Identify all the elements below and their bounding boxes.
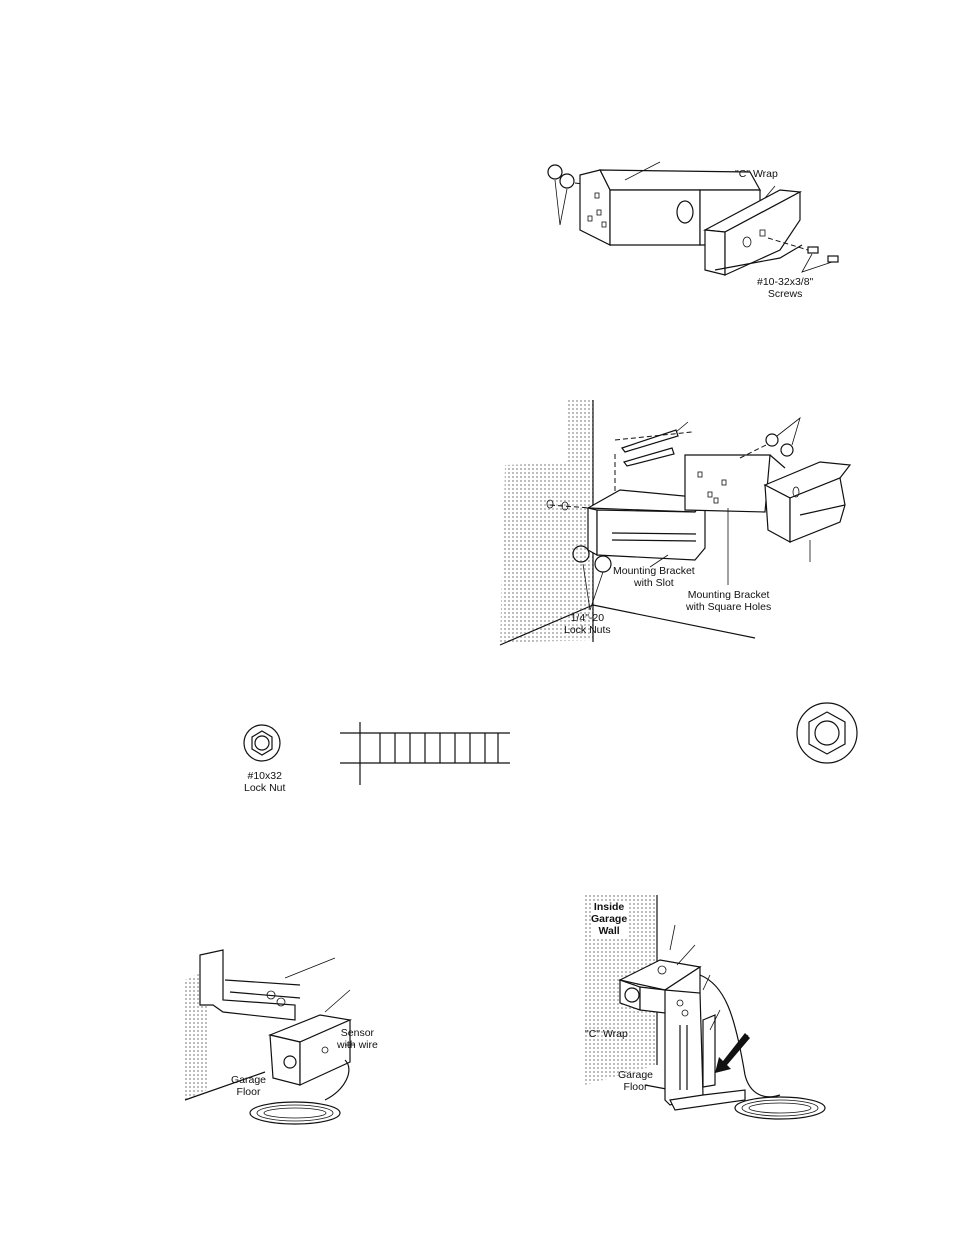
arrow-icon <box>715 1033 750 1073</box>
garage-floor-label: Garage Floor <box>618 1069 653 1093</box>
slot-bracket-label: Mounting Bracket with Slot <box>613 565 695 589</box>
figure-inside-wall-mount: Inside Garage Wall "C" Wrap Garage Floor <box>585 895 835 1125</box>
square-bracket-label-line2: with Square Holes <box>686 601 771 613</box>
large-lock-nut-shape <box>797 703 857 763</box>
square-bracket-face <box>685 455 770 512</box>
inside-garage-wall-label-line3: Wall <box>591 925 627 937</box>
inside-garage-wall-label-line2: Garage <box>591 913 627 925</box>
sensor-label: Sensor with wire <box>337 1027 378 1051</box>
wall-mount-drawing <box>500 400 860 650</box>
lock-nuts-label-line2: Lock Nuts <box>564 624 611 636</box>
slot-bracket-vertical <box>665 990 703 1105</box>
square-bracket-label: Mounting Bracket with Square Holes <box>686 589 771 613</box>
sensor-mount-drawing <box>185 950 425 1130</box>
screw-shape <box>828 256 838 262</box>
figure-bracket-c-wrap-exploded: "C" Wrap #10-32x3/8" Screws <box>540 150 860 310</box>
garage-floor-label-line2: Floor <box>618 1081 653 1093</box>
l-bracket-face <box>610 190 700 245</box>
small-lock-nut-shape <box>244 725 280 761</box>
lock-nut-shape <box>595 556 611 572</box>
wall-stipple <box>500 400 593 643</box>
screws-label-line1: #10-32x3/8" <box>757 276 813 288</box>
garage-floor-label-line2: Floor <box>231 1086 266 1098</box>
c-wrap-label: "C" Wrap <box>735 168 778 180</box>
lock-nuts-label: 1/4"-20 Lock Nuts <box>564 612 611 636</box>
lock-nuts-label-line1: 1/4"-20 <box>564 612 611 624</box>
lock-nut-label-line1: #10x32 <box>244 770 285 782</box>
figure-lock-nut-gauge: #10x32 Lock Nut <box>230 700 870 800</box>
square-bracket-label-line1: Mounting Bracket <box>686 589 771 601</box>
sensor-label-line1: Sensor <box>337 1027 378 1039</box>
lock-nut-label: #10x32 Lock Nut <box>244 770 285 794</box>
screw-head-shape <box>766 434 778 446</box>
garage-floor-label: Garage Floor <box>231 1074 266 1098</box>
inside-garage-wall-label-line1: Inside <box>591 901 627 913</box>
figure-wall-mounted-brackets: Mounting Bracket with Slot Mounting Brac… <box>500 400 860 650</box>
bracket-shape <box>200 950 295 1020</box>
garage-floor-label-line1: Garage <box>231 1074 266 1086</box>
garage-floor-label-line1: Garage <box>618 1069 653 1081</box>
length-gauge-shape <box>340 722 510 785</box>
slot-bracket-label-line2: with Slot <box>613 577 695 589</box>
figure-sensor-floor-mount: Sensor with wire Garage Floor <box>185 950 425 1130</box>
lock-nut-shape <box>548 165 562 179</box>
lag-screw-shape <box>624 448 674 466</box>
lock-nut-shape <box>560 174 574 188</box>
lock-nut-gauge-drawing <box>230 700 870 800</box>
screw-head-shape <box>781 444 793 456</box>
slot-bracket-label-line1: Mounting Bracket <box>613 565 695 577</box>
sensor-label-line2: with wire <box>337 1039 378 1051</box>
c-wrap-label: "C" Wrap <box>585 1028 628 1040</box>
lock-nut-label-line2: Lock Nut <box>244 782 285 794</box>
l-bracket-side <box>580 170 610 245</box>
screws-label: #10-32x3/8" Screws <box>757 276 813 300</box>
inside-garage-wall-label: Inside Garage Wall <box>591 901 627 937</box>
screws-label-line2: Screws <box>757 288 813 300</box>
screw-shape <box>808 247 818 253</box>
